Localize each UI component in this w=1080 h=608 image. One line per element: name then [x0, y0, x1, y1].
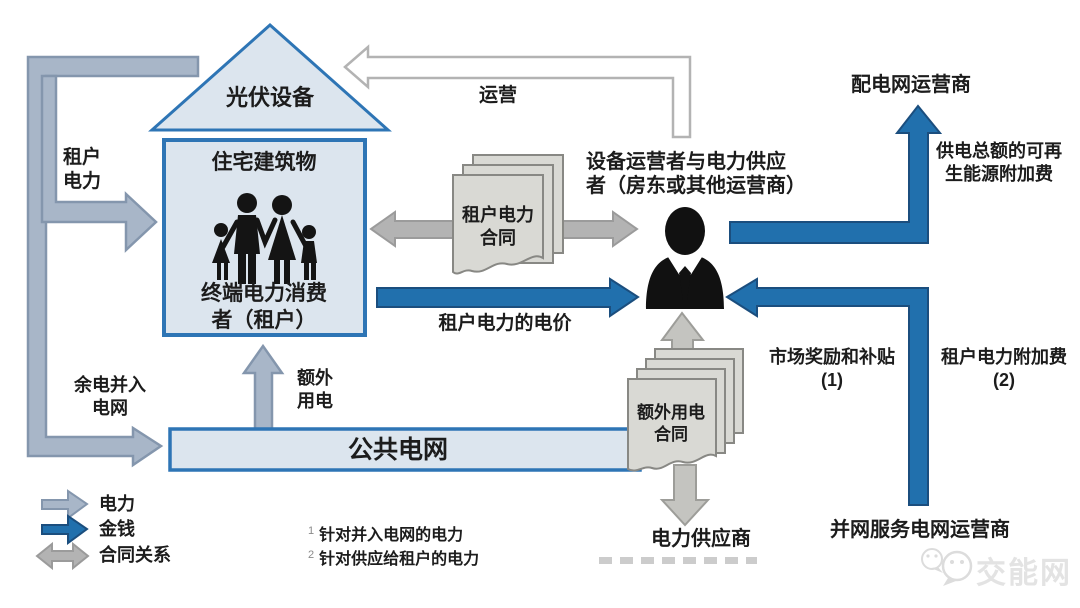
additional-power-arrow: [241, 343, 285, 431]
footnote-1-sup: 1: [308, 524, 315, 537]
operator-label: 设备运营者与电力供应 者（房东或其他运营商）: [586, 150, 806, 199]
extra-contract-label: 额外用电 合同: [637, 402, 705, 446]
operation-arrow: [343, 44, 692, 139]
operator-person-icon: [646, 207, 724, 309]
watermark-text: 交能网: [976, 557, 1072, 590]
label-line: 终端电力消费: [201, 282, 327, 305]
label-line: 设备运营者与电力供应: [586, 151, 786, 173]
label-line: 余电并入: [74, 375, 146, 395]
building-title: 住宅建筑物: [211, 151, 317, 174]
label-line: 供电总额的可再: [936, 141, 1062, 161]
legend-contract-label: 合同关系: [99, 545, 171, 565]
label-line: 生能源附加费: [945, 164, 1053, 185]
label-line: 市场奖励和补贴: [769, 347, 895, 367]
extra-contract-down-arrow: [659, 464, 711, 527]
dso-label: 配电网运营商: [851, 74, 971, 96]
label-line: 租户电力: [462, 205, 534, 225]
market-premium-arrow: [725, 277, 929, 506]
label-line: 电力: [63, 171, 102, 193]
grid-service-operator-label: 并网服务电网运营商: [830, 519, 1010, 541]
label-line: (1): [821, 370, 843, 391]
footnote-1-text: 针对并入电网的电力: [319, 527, 464, 544]
label-line: 租户电力附加费: [941, 347, 1067, 367]
label-line: 者（租户）: [211, 308, 317, 332]
family-icon: [212, 193, 317, 284]
supplier-label: 电力供应商: [651, 528, 751, 550]
public-grid-bar: [168, 427, 642, 472]
tenant-contract-document-icon: [452, 154, 564, 275]
building-subtitle: 终端电力消费 者（租户）: [201, 281, 327, 335]
operation-label: 运营: [478, 85, 518, 106]
legend-electricity-label: 电力: [99, 494, 135, 514]
label-line: 电网: [92, 398, 128, 419]
extra-contract-document-icon: [627, 348, 744, 472]
label-line: 额外: [297, 368, 333, 388]
footnote-2-sup: 2: [308, 548, 315, 561]
footnote-2: 2 针对供应给租户的电力: [308, 545, 479, 569]
label-line: 合同: [480, 228, 516, 249]
legend-money-arrow: [41, 514, 89, 545]
label-line: 者（房东或其他运营商）: [586, 175, 806, 198]
label-line: 额外用电: [637, 403, 705, 422]
legend-electricity-arrow: [41, 489, 89, 520]
public-grid-label: 公共电网: [347, 436, 449, 464]
tenant-levy-label: 租户电力附加费 (2): [941, 346, 1067, 392]
price-arrow: [376, 277, 640, 318]
label-line: 用电: [297, 391, 333, 412]
eeg-surcharge-arrow: [729, 104, 943, 244]
label-line: (2): [993, 370, 1015, 391]
market-premium-label: 市场奖励和补贴 (1): [769, 346, 895, 392]
pv-roof: [148, 22, 392, 132]
footnote-2-text: 针对供应给租户的电力: [319, 551, 480, 568]
erased-text-remnant: [599, 557, 757, 564]
label-line: 合同: [654, 424, 688, 444]
pv-label: 光伏设备: [225, 85, 315, 110]
surplus-label: 余电并入 电网: [74, 374, 146, 420]
legend-money-label: 金钱: [99, 519, 135, 539]
price-label: 租户电力的电价: [438, 313, 572, 334]
legend-contract-arrow: [35, 541, 90, 571]
footnote-1: 1 针对并入电网的电力: [308, 521, 463, 545]
tenant-power-label: 租户 电力: [63, 146, 101, 195]
additional-power-label: 额外 用电: [297, 367, 333, 413]
label-line: 租户: [63, 147, 102, 168]
tenant-contract-label: 租户电力 合同: [462, 204, 534, 250]
tenant-power-arrow: [40, 74, 158, 253]
wechat-icon: [921, 548, 973, 586]
eeg-surcharge-label: 供电总额的可再 生能源附加费: [936, 140, 1062, 186]
